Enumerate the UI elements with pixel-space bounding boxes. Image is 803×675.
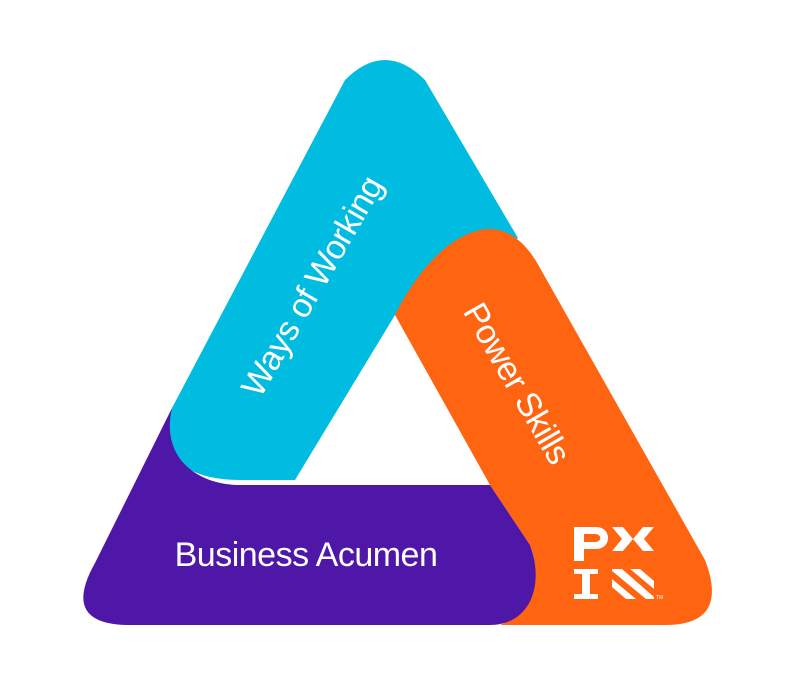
- business-acumen-band: [83, 408, 536, 625]
- svg-text:TM: TM: [656, 595, 663, 601]
- business-acumen-label: Business Acumen: [175, 536, 438, 574]
- power-skills-band: [395, 229, 712, 626]
- pmi-logo-icon: TM: [574, 527, 663, 601]
- segment-power-skills: Power Skills: [395, 229, 712, 626]
- ways-of-working-band: [166, 60, 518, 480]
- segment-business-acumen: Business Acumen: [83, 408, 536, 625]
